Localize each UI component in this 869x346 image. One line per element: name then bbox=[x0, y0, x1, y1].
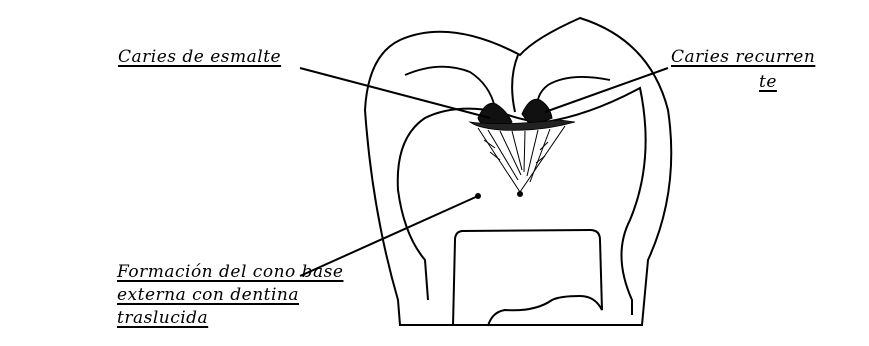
fissure-wall-left bbox=[405, 67, 495, 108]
leader-cone-dot bbox=[475, 193, 481, 199]
leader-enamel-caries bbox=[300, 68, 490, 118]
leader-recurrent-caries bbox=[545, 68, 668, 112]
label-cone-line1: Formación del cono base bbox=[117, 262, 343, 282]
label-enamel-caries: Caries de esmalte bbox=[118, 47, 281, 67]
dentin-enamel-junction bbox=[398, 88, 646, 315]
pulp-chamber bbox=[453, 230, 602, 326]
translucent-dentin-cone bbox=[478, 126, 565, 197]
label-cone-line3: traslucida bbox=[117, 308, 208, 328]
label-recurrent-caries-line2: te bbox=[759, 72, 777, 92]
central-fissure bbox=[512, 55, 518, 112]
label-cone-line2: externa con dentina bbox=[117, 285, 299, 305]
label-recurrent-caries-line1: Caries recurren bbox=[671, 47, 815, 67]
